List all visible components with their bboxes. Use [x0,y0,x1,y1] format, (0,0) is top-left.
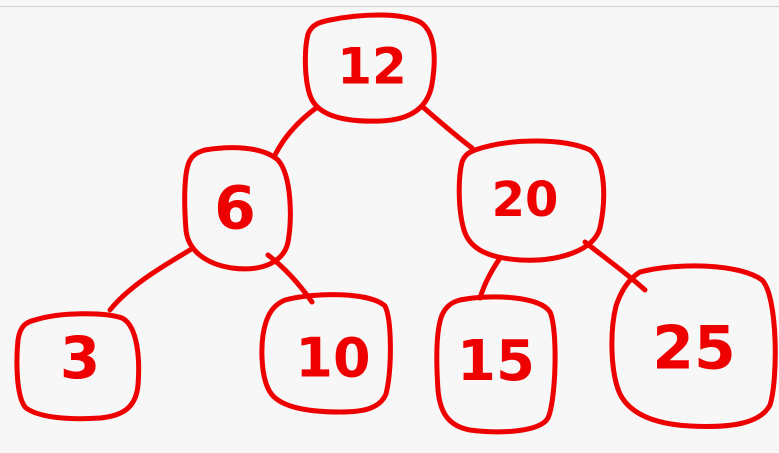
node-12-label: 12 [337,38,407,96]
edge-12-20 [421,105,475,151]
node-20-circle [456,138,607,263]
node-3-circle [14,311,142,422]
window-top-border [0,6,779,7]
node-10-circle [259,292,393,415]
edge-12-6 [272,105,319,158]
node-12-circle [302,12,437,124]
node-20-label: 20 [492,172,559,228]
edge-6-3 [107,247,193,313]
node-6-circle [182,145,293,272]
node-6-label: 6 [214,174,256,244]
node-15-circle [434,294,558,435]
node-25-label: 25 [652,314,736,384]
node-3-label: 3 [60,324,100,392]
node-10-label: 10 [295,327,370,390]
edge-20-25 [582,239,648,293]
node-25-circle [609,263,778,429]
node-15-label: 15 [457,329,535,394]
edge-20-15 [477,255,503,301]
